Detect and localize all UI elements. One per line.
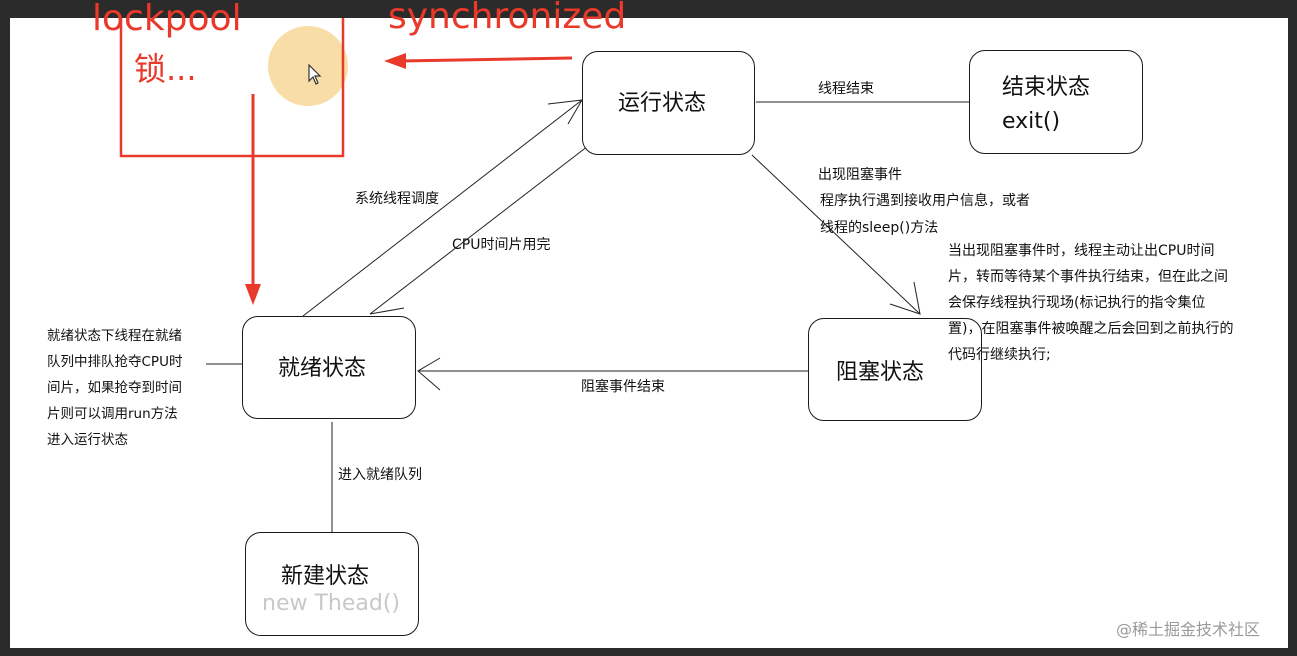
red-arrowhead-left bbox=[384, 53, 406, 69]
state-ended: 结束状态 exit() bbox=[969, 50, 1143, 154]
edge-running-to-blocked bbox=[751, 154, 921, 315]
blocked-note-line: 当出现阻塞事件时，线程主动让出CPU时间 bbox=[948, 243, 1215, 259]
ready-note: 就绪状态下线程在就绪 队列中排队抢夺CPU时 间片，如果抢夺到时间 片则可以调用… bbox=[47, 323, 182, 453]
edge-ready-to-running bbox=[302, 99, 583, 317]
state-ready: 就绪状态 bbox=[242, 316, 416, 419]
state-new-sub: new Thead() bbox=[262, 591, 400, 616]
label-block-event-1: 出现阻塞事件 bbox=[818, 167, 902, 183]
lock-label: 锁... bbox=[134, 50, 197, 88]
label-thread-end: 线程结束 bbox=[818, 81, 874, 97]
ready-note-line: 队列中排队抢夺CPU时 bbox=[47, 354, 183, 370]
blocked-note-line: 片，转而等待某个事件执行结束，但在此之间 bbox=[948, 269, 1228, 285]
blocked-note-line: 代码行继续执行; bbox=[948, 347, 1051, 363]
label-system-schedule: 系统线程调度 bbox=[355, 191, 439, 207]
blocked-note-line: 置)，在阻塞事件被唤醒之后会回到之前执行的 bbox=[948, 321, 1234, 337]
edge-running-to-ready bbox=[369, 145, 589, 315]
mouse-cursor-icon bbox=[308, 64, 322, 85]
state-running-title: 运行状态 bbox=[618, 91, 707, 116]
label-block-event-2: 程序执行遇到接收用户信息，或者 bbox=[820, 193, 1030, 209]
red-arrowhead-down bbox=[245, 284, 261, 305]
state-ended-sub: exit() bbox=[1002, 109, 1061, 134]
diagram-canvas: lockpool 锁... synchronized 运行状态 结束状态 exi… bbox=[10, 0, 1288, 648]
state-blocked-title: 阻塞状态 bbox=[836, 360, 925, 385]
red-arrow-synchronized bbox=[399, 56, 573, 63]
cursor-highlight bbox=[268, 26, 348, 106]
state-new: 新建状态 new Thead() bbox=[245, 532, 419, 636]
ready-note-line: 片则可以调用run方法 bbox=[47, 406, 178, 422]
state-new-title: 新建状态 bbox=[281, 564, 370, 589]
blocked-note-line: 会保存线程执行现场(标记执行的指令集位 bbox=[948, 295, 1206, 311]
watermark: @稀土掘金技术社区 bbox=[1116, 620, 1261, 639]
ready-note-line: 进入运行状态 bbox=[47, 432, 128, 448]
label-block-event-3: 线程的sleep()方法 bbox=[820, 220, 939, 236]
arrowhead-blocked-to-ready bbox=[417, 357, 441, 391]
ready-note-line: 间片，如果抢夺到时间 bbox=[47, 380, 182, 396]
state-ended-title: 结束状态 bbox=[1002, 75, 1091, 100]
lockpool-label: lockpool bbox=[92, 0, 242, 39]
blocked-note: 当出现阻塞事件时，线程主动让出CPU时间 片，转而等待某个事件执行结束，但在此之… bbox=[948, 238, 1284, 368]
state-blocked: 阻塞状态 bbox=[808, 318, 982, 421]
diagram-edges bbox=[119, 18, 970, 532]
state-running: 运行状态 bbox=[582, 51, 755, 155]
state-ready-title: 就绪状态 bbox=[278, 356, 367, 381]
lockpool-box bbox=[119, 18, 345, 158]
ready-note-line: 就绪状态下线程在就绪 bbox=[47, 328, 182, 344]
label-enter-ready-queue: 进入就绪队列 bbox=[338, 467, 422, 483]
label-cpu-slice-done: CPU时间片用完 bbox=[452, 237, 551, 253]
label-block-event-end: 阻塞事件结束 bbox=[581, 379, 665, 395]
synchronized-label: synchronized bbox=[388, 0, 627, 37]
arrowhead-to-ready bbox=[369, 307, 405, 315]
arrowhead-to-blocked bbox=[889, 281, 921, 315]
